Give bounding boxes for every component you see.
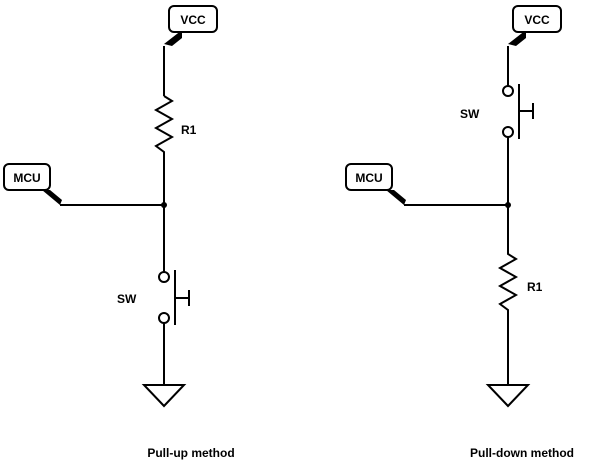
pulldown-vcc-tag: VCC [508,5,562,46]
pullup-resistor-label: R1 [181,123,197,137]
pulldown-mcu-tag: MCU [345,163,406,205]
pullup-ground-symbol [141,384,187,408]
pulldown-switch-pin-bottom [502,126,514,138]
pullup-mcu-box [3,163,51,191]
pulldown-switch-label: SW [460,107,480,121]
pullup-mcu-label: MCU [13,171,40,185]
pullup-vcc-box [168,5,218,33]
pulldown-resistor-label: R1 [527,280,543,294]
pulldown-switch-pin-top [502,85,514,97]
pulldown-mcu-box [345,163,393,191]
pullup-resistor [153,95,175,205]
pullup-switch-plunger [175,290,190,306]
pulldown-caption: Pull-down method [470,446,574,460]
pulldown-mcu-label: MCU [355,171,382,185]
pullup-mcu-tag-pointer [42,190,62,205]
pulldown-ground-symbol [485,384,531,408]
pullup-vcc-tag: VCC [164,5,218,46]
pullup-caption: Pull-up method [147,446,234,460]
pulldown-vcc-label: VCC [524,13,550,27]
pulldown-mcu-tag-pointer [386,190,406,205]
pulldown-circuit: VCC SW MCU R1 Pull-down method [345,5,574,460]
pullup-vcc-tag-pointer [164,30,182,46]
pullup-switch [158,270,190,325]
pullup-mcu-tag: MCU [3,163,62,205]
pullup-vcc-label: VCC [180,13,206,27]
pulldown-switch [502,84,534,139]
pullup-switch-pin-bottom [158,312,170,324]
pulldown-resistor [497,205,519,385]
pulldown-vcc-box [512,5,562,33]
pullup-switch-label: SW [117,292,137,306]
pullup-switch-pin-top [158,271,170,283]
pulldown-vcc-tag-pointer [508,30,526,46]
pullup-circuit: VCC R1 MCU SW Pull-up meth [3,5,235,460]
pulldown-switch-plunger [519,103,534,119]
